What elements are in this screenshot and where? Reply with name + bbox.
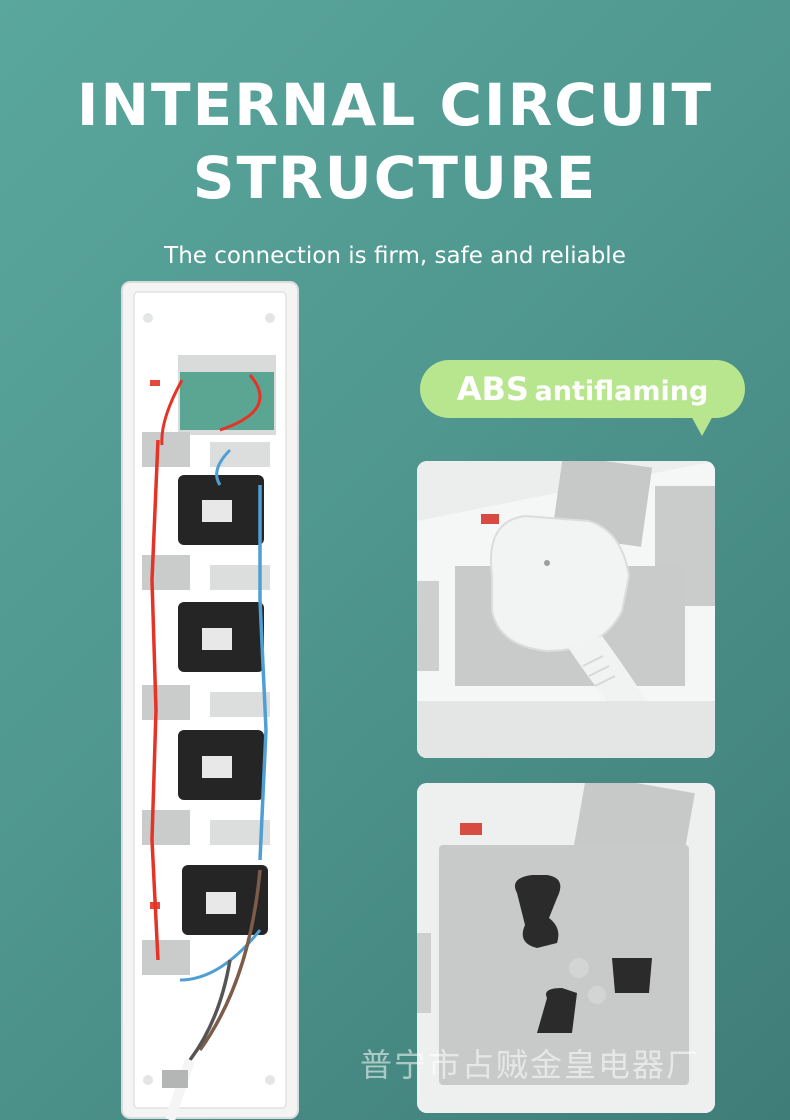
- power-strip-interior-image: [121, 281, 299, 1120]
- page-title-line-2: STRUCTURE: [192, 144, 598, 212]
- page-subtitle: The connection is firm, safe and reliabl…: [164, 243, 626, 269]
- abs-antiflaming-badge: ABS antiflaming: [420, 360, 745, 418]
- manufacturer-watermark: 普宁市占贼金皇电器厂: [360, 1046, 701, 1084]
- badge-strong-text: ABS: [456, 370, 529, 408]
- badge-pointer: [690, 414, 714, 436]
- page-title-line-1: INTERNAL CIRCUIT: [76, 71, 714, 139]
- badge-text: antiflaming: [534, 376, 709, 407]
- plug-inserted-photo: [417, 461, 715, 758]
- universal-socket-photo: [417, 783, 715, 1113]
